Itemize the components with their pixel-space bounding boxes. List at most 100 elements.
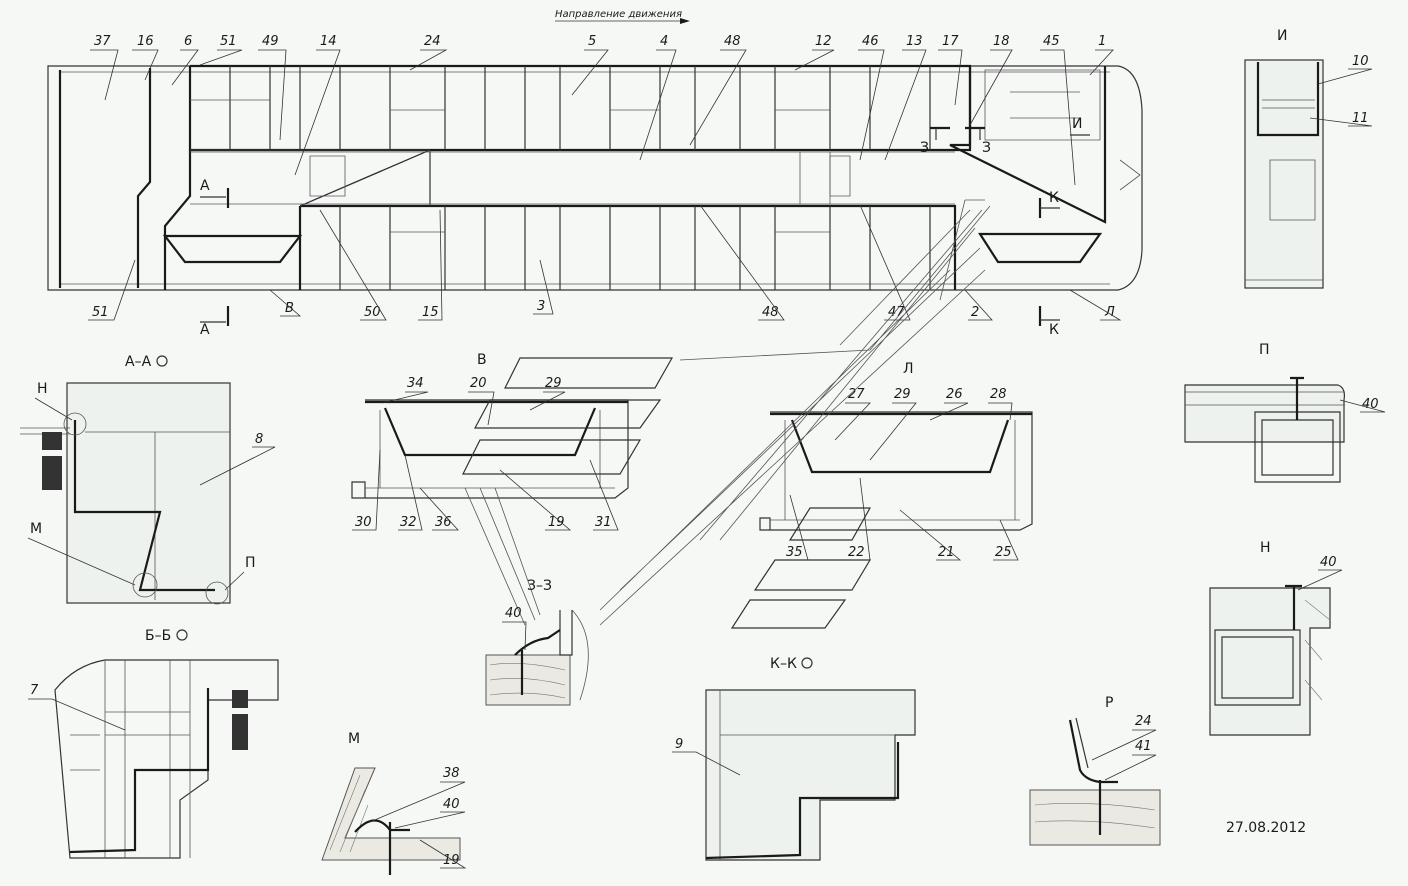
- view-m: М 38 40 19: [321, 731, 467, 875]
- section-b-b-lines: [70, 660, 191, 858]
- section-a-a-label-p: П: [245, 555, 256, 571]
- mark-z-right: З: [982, 140, 991, 156]
- l-projection-bands: [730, 507, 872, 629]
- callout-45: 45: [1043, 34, 1060, 49]
- projection-lines: [462, 205, 991, 629]
- view-p: П 40: [1184, 342, 1386, 483]
- view-l-title: Л: [903, 361, 914, 377]
- view-l-label-21: 21: [938, 545, 955, 560]
- section-a-a-body: [66, 382, 231, 604]
- top-callouts: 37 16 6 51 49 14 24 5 4 48 12 46 13 17 1…: [90, 34, 1114, 186]
- section-b-b-profile: [69, 688, 210, 854]
- view-l-label-35: 35: [786, 545, 803, 560]
- bottom-leaders: [88, 204, 1122, 321]
- section-a-a-lines: [20, 427, 230, 600]
- view-i: И 10 11: [1244, 28, 1373, 289]
- partition-left: [136, 68, 152, 288]
- view-v-label-34: 34: [407, 376, 424, 391]
- section-b-b-body: [54, 659, 279, 859]
- view-l-label-27: 27: [848, 387, 865, 402]
- section-z-z-title: З–З: [527, 578, 552, 594]
- callout-17: 17: [942, 34, 959, 49]
- view-m-label-38: 38: [443, 766, 460, 781]
- view-v-label-32: 32: [400, 515, 417, 530]
- main-plan-view: [47, 64, 1143, 301]
- section-b-b-title: Б–Б: [145, 628, 171, 644]
- view-m-label-40: 40: [443, 797, 460, 812]
- view-v-label-30: 30: [355, 515, 372, 530]
- section-b-b-leader: [28, 698, 126, 731]
- section-a-a-leaders: [27, 397, 276, 591]
- aisle-boxes: [309, 155, 851, 197]
- shelf-lines: [190, 99, 830, 233]
- view-i-leaders: [1309, 68, 1373, 127]
- cabin-nose: [1119, 159, 1141, 191]
- view-v-body: [351, 399, 629, 499]
- callout-l: Л: [1104, 305, 1115, 320]
- callout-18: 18: [993, 34, 1010, 49]
- view-i-details: [1245, 99, 1323, 281]
- callout-24: 24: [424, 34, 441, 49]
- view-p-label-40: 40: [1362, 397, 1379, 412]
- view-v-lines: [365, 410, 615, 489]
- seat-v: [162, 234, 303, 264]
- view-l-label-29: 29: [894, 387, 911, 402]
- view-r-label-24: 24: [1135, 714, 1152, 729]
- callout-37: 37: [94, 34, 111, 49]
- callout-14: 14: [320, 34, 337, 49]
- view-v-label-31: 31: [595, 515, 612, 530]
- section-z-z: З–З 40: [485, 578, 589, 706]
- view-l-leaders: [784, 402, 1019, 561]
- leader-2: [939, 199, 985, 301]
- callout-5: 5: [588, 34, 596, 49]
- view-r-label-41: 41: [1135, 739, 1152, 754]
- aisle-divider: [799, 152, 831, 204]
- callout-1: 1: [1098, 34, 1106, 49]
- callout-15: 15: [422, 305, 439, 320]
- section-k-k-label-9: 9: [675, 737, 683, 752]
- lower-compartments-frame: [298, 204, 957, 290]
- mark-a-bottom: А: [200, 322, 210, 338]
- view-v: В 34 20 29 30 32 36 19 31: [351, 352, 629, 531]
- upper-dividers: [229, 66, 931, 150]
- callout-12: 12: [815, 34, 832, 49]
- section-z-z-label-40: 40: [505, 606, 522, 621]
- v-projection-bands: [462, 357, 674, 475]
- view-n: Н 40: [1209, 540, 1343, 736]
- direction-label: Направление движения: [555, 9, 682, 20]
- view-r: Р 24 41: [1029, 695, 1161, 846]
- callout-51-bottom: 51: [92, 305, 109, 320]
- view-l-label-28: 28: [990, 387, 1007, 402]
- view-l-label-22: 22: [848, 545, 865, 560]
- mark-k-bottom: К: [1049, 322, 1059, 338]
- mark-z-left: З: [920, 140, 929, 156]
- aisle-diagonal: [299, 149, 431, 207]
- section-b-b-label-7: 7: [30, 683, 39, 698]
- mark-a-top: А: [200, 178, 210, 194]
- callout-48-bottom: 48: [762, 305, 779, 320]
- section-k-k: К–К 9: [672, 656, 916, 861]
- callout-47: 47: [888, 305, 905, 320]
- callout-6: 6: [184, 34, 192, 49]
- view-v-title: В: [477, 352, 487, 368]
- section-k-k-profile: [705, 742, 900, 860]
- section-a-a-label-n: Н: [37, 381, 48, 397]
- view-l-body: [759, 411, 1033, 531]
- view-n-title: Н: [1260, 540, 1271, 556]
- callout-50: 50: [364, 305, 381, 320]
- callout-48-top: 48: [724, 34, 741, 49]
- view-l: Л 27 29 26 28 35 22 21 25: [759, 361, 1033, 561]
- view-m-label-19: 19: [443, 853, 460, 868]
- section-a-a-label-8: 8: [255, 432, 263, 447]
- view-l-label-26: 26: [946, 387, 963, 402]
- view-i-label-11: 11: [1352, 111, 1369, 126]
- section-marks: А А К К З З И: [200, 116, 1090, 338]
- callout-46: 46: [862, 34, 879, 49]
- left-diagonal-wall: [163, 150, 192, 290]
- right-cabin-wall: [949, 66, 1107, 224]
- callout-51: 51: [220, 34, 237, 49]
- callout-13: 13: [906, 34, 923, 49]
- mark-i: И: [1072, 116, 1082, 132]
